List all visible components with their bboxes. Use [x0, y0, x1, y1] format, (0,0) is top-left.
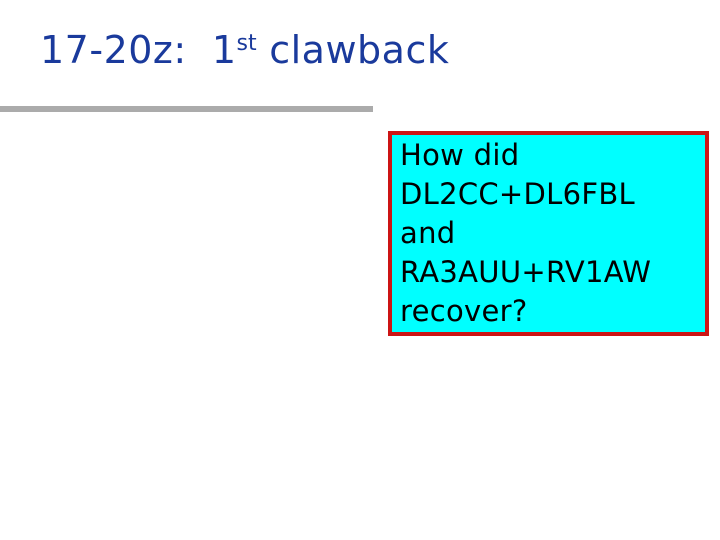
title-superscript: st: [236, 31, 257, 56]
callout-line: How did: [400, 138, 520, 172]
callout-text-box: How did DL2CC+DL6FBL and RA3AUU+RV1AW re…: [388, 131, 709, 336]
page-title: 17-20z: 1st clawback: [40, 28, 449, 72]
callout-line: RA3AUU+RV1AW: [400, 255, 652, 289]
callout-line: and: [400, 216, 456, 250]
title-text-end: clawback: [256, 28, 450, 72]
callout-line: recover?: [400, 294, 528, 328]
title-text-start: 17-20z: 1: [40, 28, 237, 72]
callout-line: DL2CC+DL6FBL: [400, 177, 636, 211]
title-divider-rule: [0, 106, 373, 112]
